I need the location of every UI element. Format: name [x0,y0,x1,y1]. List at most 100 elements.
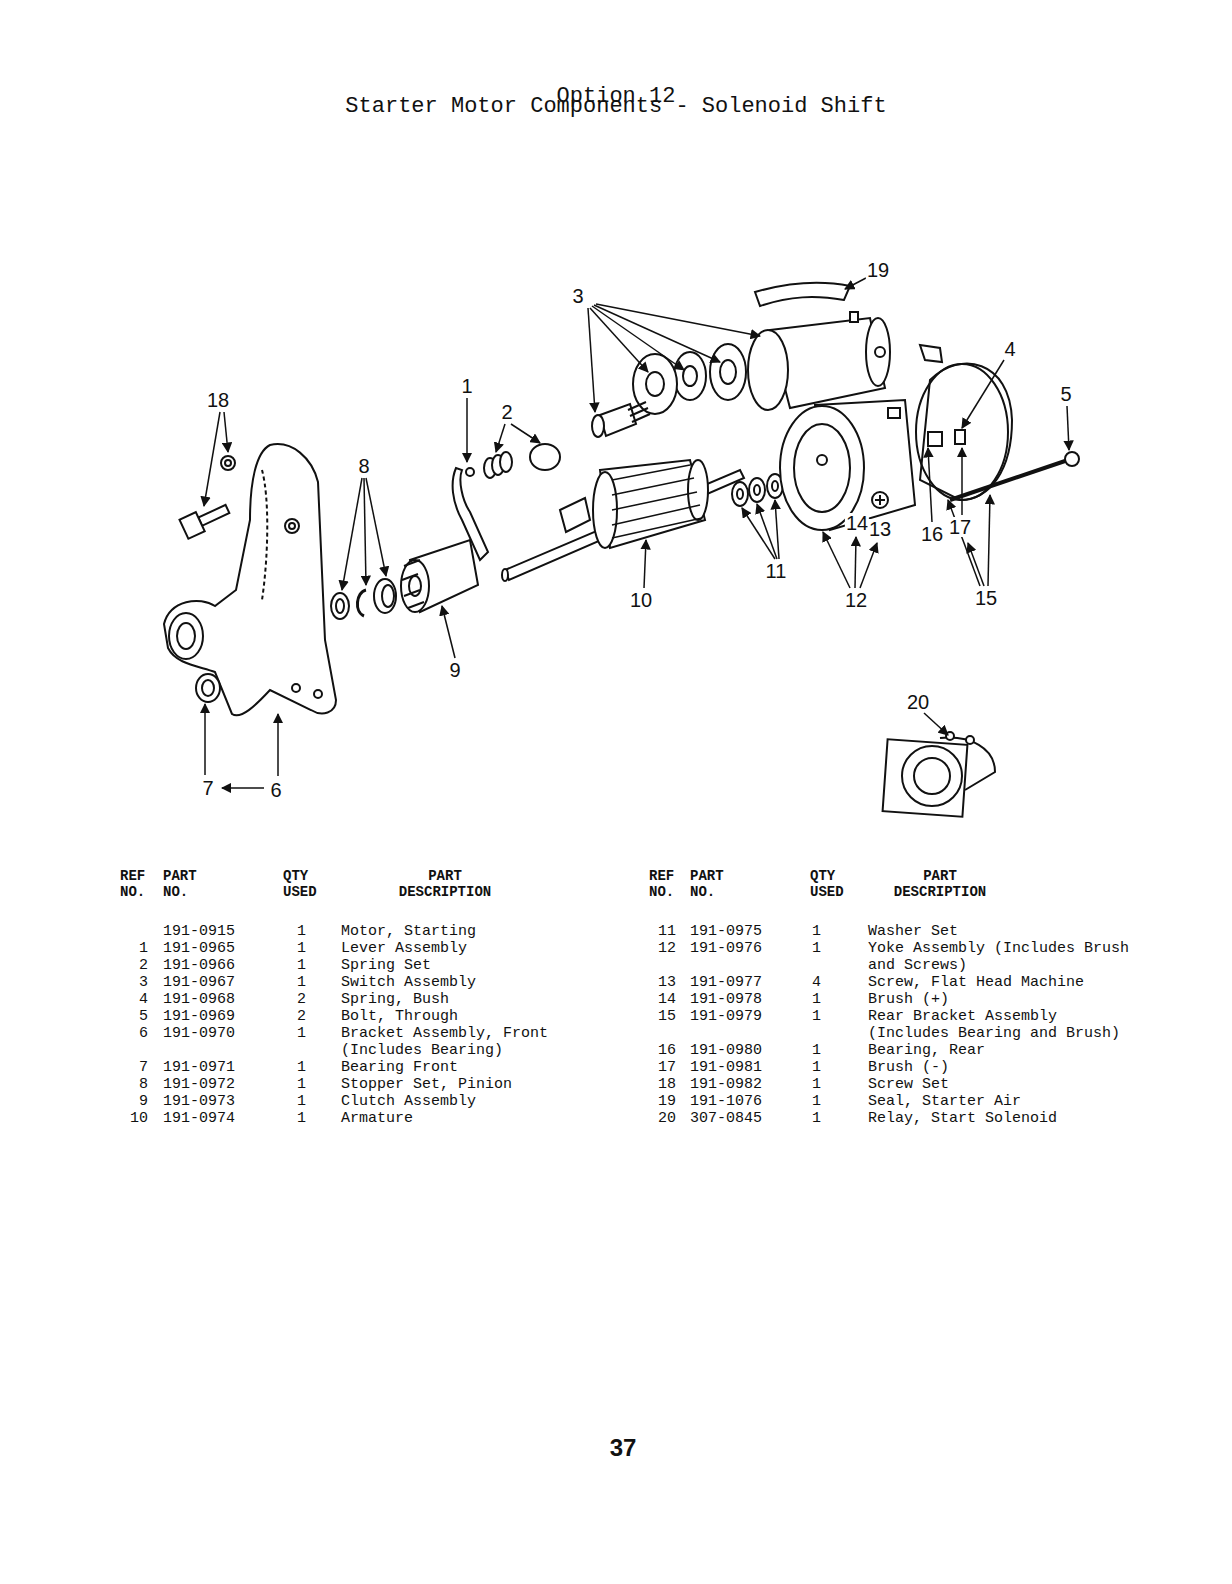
table-cell: 191-0982 [690,1076,800,1093]
table-cell: 3 [120,974,148,991]
table-cell: 191-0979 [690,1008,800,1025]
table-cell: 191-0971 [163,1059,273,1076]
table-cell: Yoke Assembly (Includes Brush and Screws… [868,940,1145,974]
callout-number: 14 [845,513,869,533]
table-cell: Seal, Starter Air [868,1093,1145,1110]
callout-number: 8 [357,456,370,476]
callout-number: 3 [571,286,584,306]
table-cell: 1 [812,923,832,940]
callout-number: 17 [948,517,972,537]
table-cell: Lever Assembly [341,940,573,957]
callout-number: 1 [460,376,473,396]
table-cell: 1 [812,1076,832,1093]
table-cell: 1 [812,1042,832,1059]
page-subtitle: Starter Motor Components - Solenoid Shif… [316,96,916,118]
table-cell: Armature [341,1110,573,1127]
callout-number: 5 [1059,384,1072,404]
table-cell: 5 [120,1008,148,1025]
table-cell: Screw Set [868,1076,1145,1093]
table-cell: 1 [297,1025,317,1042]
callout-number: 4 [1003,339,1016,359]
table-cell: 1 [812,1008,832,1025]
table-cell: 191-0977 [690,974,800,991]
table-cell: 191-0966 [163,957,273,974]
table-cell: Bracket Assembly, Front (Includes Bearin… [341,1025,573,1059]
table-cell: 1 [297,957,317,974]
table-cell: 191-0972 [163,1076,273,1093]
table-cell: Screw, Flat Head Machine [868,974,1145,991]
table-cell: Brush (-) [868,1059,1145,1076]
table-cell: 11 [648,923,676,940]
table-cell: Bearing Front [341,1059,573,1076]
table-cell: 18 [648,1076,676,1093]
table-cell: 1 [297,923,317,940]
table-cell: Spring, Bush [341,991,573,1008]
table-cell: 4 [812,974,832,991]
table-cell: Rear Bracket Assembly (Includes Bearing … [868,1008,1145,1042]
table-cell: 191-0965 [163,940,273,957]
callout-number: 19 [866,260,890,280]
table-cell: Relay, Start Solenoid [868,1110,1145,1127]
table-cell: 4 [120,991,148,1008]
table-cell: 191-1076 [690,1093,800,1110]
table-header: PART DESCRIPTION [385,868,505,900]
table-cell: 12 [648,940,676,957]
table-cell: 14 [648,991,676,1008]
table-cell: 1 [120,940,148,957]
table-cell: 19 [648,1093,676,1110]
table-cell: Switch Assembly [341,974,573,991]
table-cell: 191-0975 [690,923,800,940]
table-cell: Motor, Starting [341,923,573,940]
callout-number: 2 [500,402,513,422]
callout-number: 6 [269,780,282,800]
table-cell: 1 [812,1059,832,1076]
callout-number: 16 [920,524,944,544]
table-cell: 2 [297,991,317,1008]
table-cell: 2 [120,957,148,974]
table-header: PART NO. [690,868,740,900]
table-cell: 1 [297,1110,317,1127]
table-cell: Brush (+) [868,991,1145,1008]
table-cell: Bearing, Rear [868,1042,1145,1059]
table-cell: 13 [648,974,676,991]
table-cell: 17 [648,1059,676,1076]
table-cell: 191-0974 [163,1110,273,1127]
page-number: 37 [610,1434,637,1462]
table-cell: Washer Set [868,923,1145,940]
callout-number: 11 [765,561,788,581]
table-cell: 1 [812,940,832,957]
table-cell: 9 [120,1093,148,1110]
table-cell: 1 [812,1110,832,1127]
table-cell: 2 [297,1008,317,1025]
table-header: REF NO. [649,868,689,900]
callout-number: 13 [868,519,892,539]
table-cell: 191-0968 [163,991,273,1008]
table-cell: 7 [120,1059,148,1076]
table-cell: Stopper Set, Pinion [341,1076,573,1093]
callout-number: 12 [844,590,868,610]
table-header: PART NO. [163,868,213,900]
table-cell: 191-0970 [163,1025,273,1042]
table-cell: 6 [120,1025,148,1042]
table-cell: 10 [120,1110,148,1127]
table-cell: 191-0967 [163,974,273,991]
table-cell: Bolt, Through [341,1008,573,1025]
table-header: PART DESCRIPTION [880,868,1000,900]
table-header: QTY USED [283,868,323,900]
table-cell: 1 [297,1076,317,1093]
table-cell: 191-0915 [163,923,273,940]
table-cell: Clutch Assembly [341,1093,573,1110]
table-cell: 15 [648,1008,676,1025]
callout-number: 20 [906,692,930,712]
table-cell: 191-0973 [163,1093,273,1110]
table-cell: Spring Set [341,957,573,974]
table-header: QTY USED [810,868,850,900]
table-cell: 20 [648,1110,676,1127]
callout-number: 9 [448,660,461,680]
table-cell: 191-0976 [690,940,800,957]
table-cell: 307-0845 [690,1110,800,1127]
table-cell: 191-0980 [690,1042,800,1059]
table-cell: 16 [648,1042,676,1059]
